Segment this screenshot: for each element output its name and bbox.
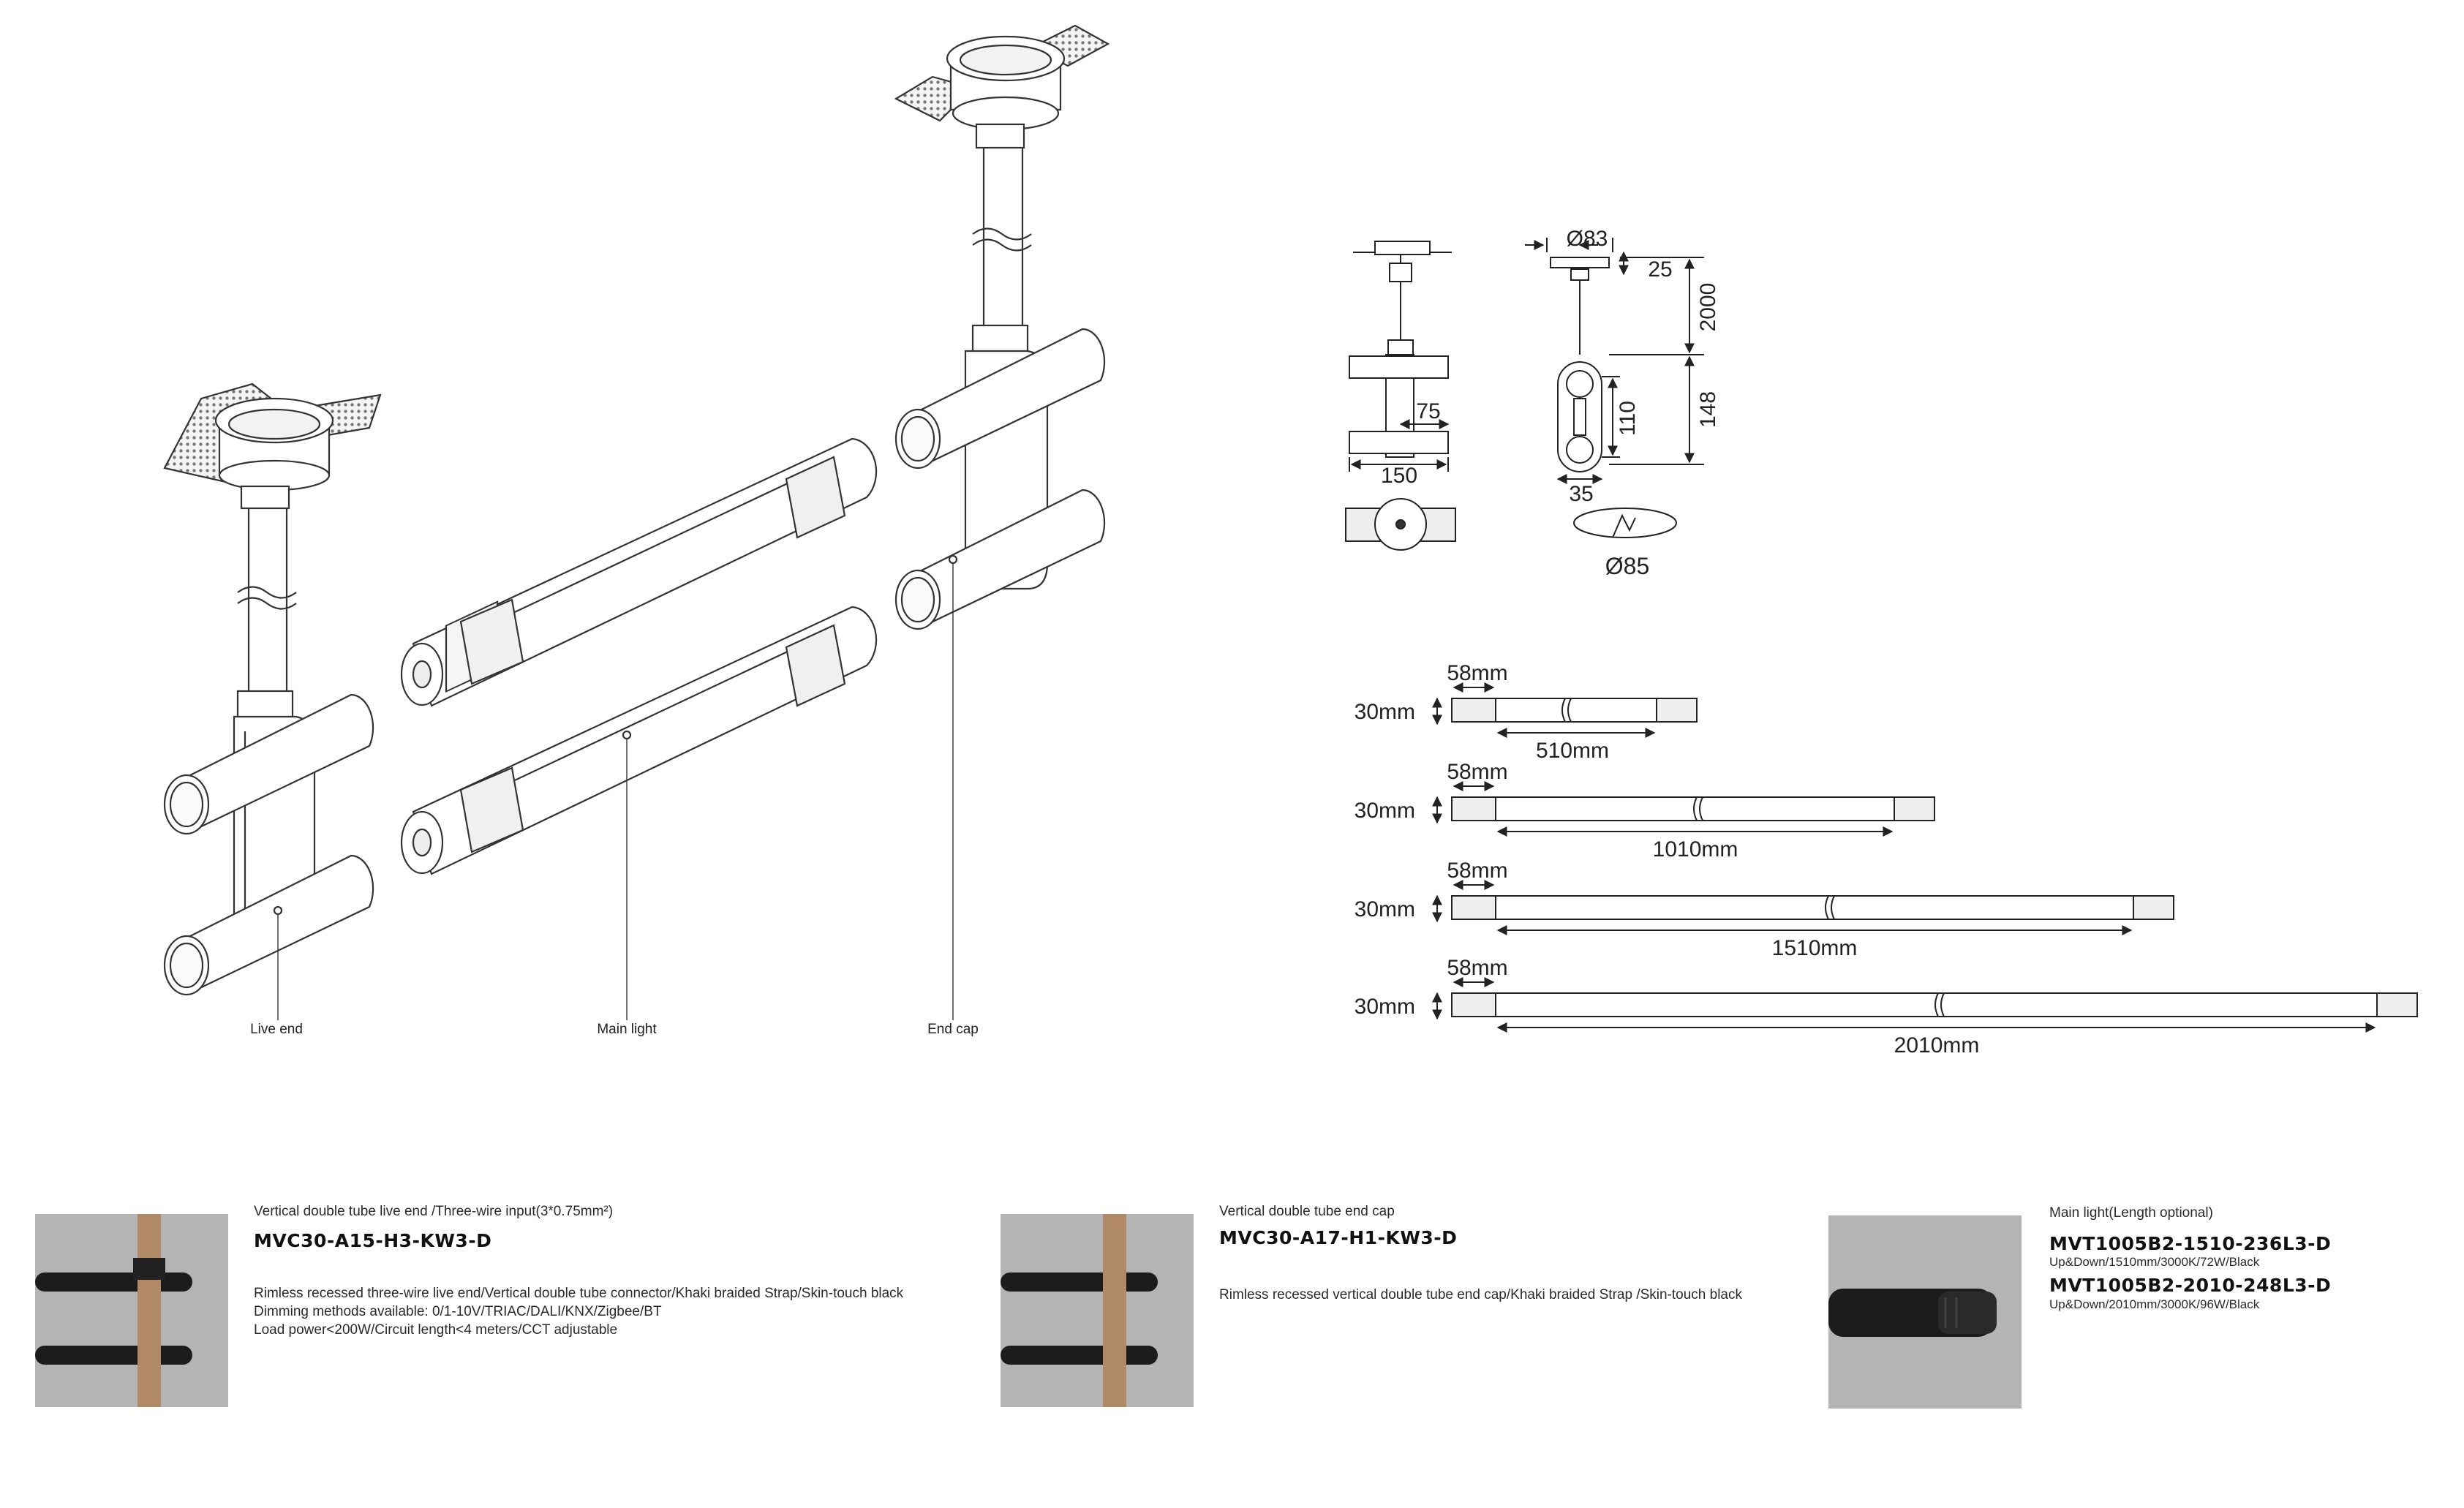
product-photo-main-light xyxy=(1828,1215,2022,1409)
desc-line: Rimless recessed vertical double tube en… xyxy=(1219,1287,1742,1302)
dim-diameter-85: Ø85 xyxy=(1605,553,1649,579)
product-photo-end-cap xyxy=(1001,1214,1194,1407)
tube-cap-label: 58mm xyxy=(1447,661,1507,685)
side-view-drawing xyxy=(1525,238,1704,538)
product-code: MVC30-A15-H3-KW3-D xyxy=(254,1230,492,1251)
product-title: Main light(Length optional) xyxy=(2049,1205,2213,1221)
dim-150: 150 xyxy=(1381,464,1417,488)
tube-icon xyxy=(35,1273,192,1292)
desc-line: Load power<200W/Circuit length<4 meters/… xyxy=(254,1322,618,1338)
dim-diameter-83: Ø83 xyxy=(1567,227,1608,251)
tube-length-label: 1010mm xyxy=(1653,837,1738,862)
tube-row-510 xyxy=(1432,682,1698,738)
label-end-cap: End cap xyxy=(927,1022,979,1037)
product-spec: Up&Down/1510mm/3000K/72W/Black xyxy=(2049,1255,2260,1269)
dim-25: 25 xyxy=(1648,257,1672,282)
live-end-fixture xyxy=(163,382,382,1020)
tube-icon xyxy=(1001,1273,1158,1292)
strap-icon xyxy=(137,1214,161,1407)
product-photo-live-end xyxy=(35,1214,228,1407)
tube-length-label: 510mm xyxy=(1536,739,1609,763)
front-view-drawing xyxy=(1345,241,1456,551)
strap-icon xyxy=(1103,1214,1126,1407)
tube-height-label: 30mm xyxy=(1355,700,1415,724)
tube-height-label: 30mm xyxy=(1355,995,1415,1019)
label-live-end: Live end xyxy=(250,1022,303,1037)
dim-110: 110 xyxy=(1616,401,1640,436)
tube-row-1510 xyxy=(1432,880,2174,935)
product-code: MVT1005B2-1510-236L3-D xyxy=(2049,1233,2332,1254)
desc-line: Dimming methods available: 0/1-10V/TRIAC… xyxy=(254,1304,662,1319)
dim-2000: 2000 xyxy=(1696,283,1720,332)
tube-length-drawings xyxy=(1432,682,2418,1033)
product-spec: Up&Down/2010mm/3000K/96W/Black xyxy=(2049,1297,2260,1311)
label-main-light: Main light xyxy=(597,1022,657,1037)
product-title: Vertical double tube live end /Three-wir… xyxy=(254,1204,614,1219)
tube-height-label: 30mm xyxy=(1355,897,1415,921)
desc-line: Rimless recessed three-wire live end/Ver… xyxy=(254,1286,904,1301)
product-description: Rimless recessed three-wire live end/Ver… xyxy=(254,1284,903,1339)
dim-35: 35 xyxy=(1569,482,1593,506)
tube-cap-label: 58mm xyxy=(1447,956,1507,980)
tube-length-label: 2010mm xyxy=(1894,1033,1980,1058)
product-title: Vertical double tube end cap xyxy=(1219,1204,1395,1219)
tube-row-1010 xyxy=(1432,781,1935,837)
product-code: MVC30-A17-H1-KW3-D xyxy=(1219,1227,1458,1248)
end-cap-fixture xyxy=(894,24,1110,1020)
tube-length-label: 1510mm xyxy=(1772,936,1858,960)
tube-icon xyxy=(35,1346,192,1365)
tube-cap-label: 58mm xyxy=(1447,760,1507,784)
tube-height-label: 30mm xyxy=(1355,799,1415,823)
tube-icon xyxy=(1001,1346,1158,1365)
main-light-fixture xyxy=(400,437,878,1020)
product-code: MVT1005B2-2010-248L3-D xyxy=(2049,1275,2332,1296)
dim-148: 148 xyxy=(1696,391,1720,428)
product-description: Rimless recessed vertical double tube en… xyxy=(1219,1286,1742,1304)
dim-75: 75 xyxy=(1416,399,1440,423)
tube-row-2010 xyxy=(1432,977,2418,1033)
tube-cap-label: 58mm xyxy=(1447,859,1507,883)
